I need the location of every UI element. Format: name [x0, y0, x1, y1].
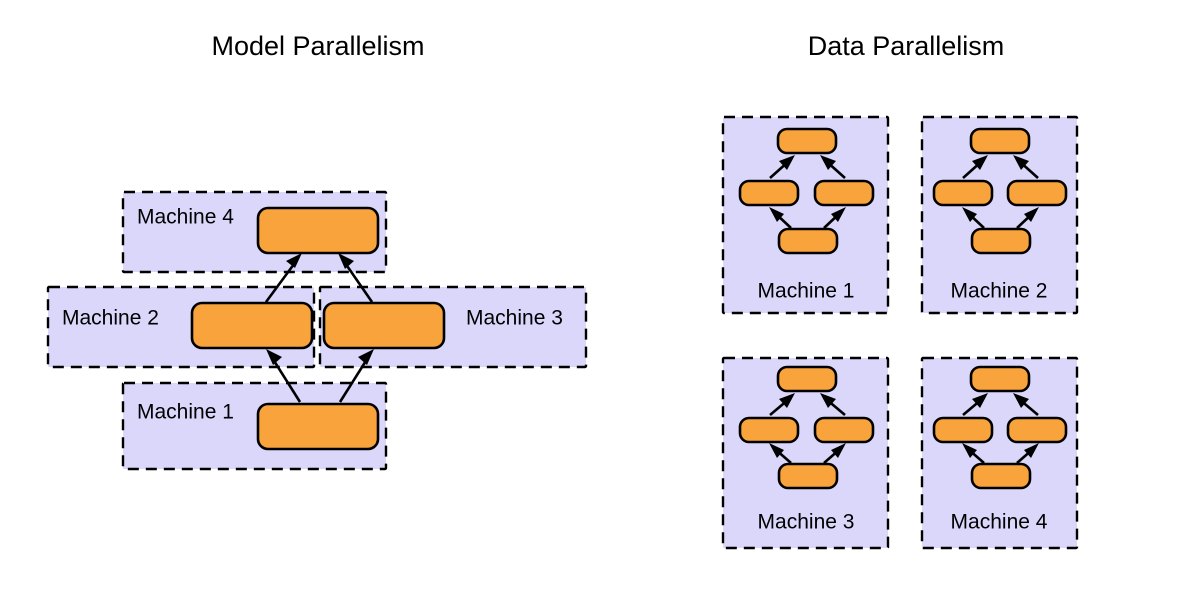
dp-machine-3-arrow-bottom-to-midright: [823, 443, 846, 464]
dp-machine-1-node-mid-left[interactable]: [738, 179, 800, 207]
dp-machine-4-arrow-bottom-to-midleft: [962, 443, 985, 464]
panel-title-data-parallelism: Data Parallelism: [808, 31, 1005, 61]
mp-machine-1-label: Machine 1: [137, 401, 234, 424]
panel-title-model-parallelism: Model Parallelism: [211, 31, 424, 61]
dp-machine-1-arrow-bottom-to-midright: [823, 207, 846, 229]
dp-machine-4-arrow-midleft-to-top: [962, 393, 988, 416]
dp-machine-1-arrow-midright-to-top: [820, 155, 846, 179]
dp-machine-3-arrow-bottom-to-midleft: [769, 443, 792, 464]
dp-machine-1-node-top[interactable]: [776, 127, 838, 155]
mp-machine-4-label: Machine 4: [137, 206, 234, 229]
dp-machine-3-boundary: [721, 356, 890, 550]
dp-machine-2-arrow-midright-to-top: [1013, 155, 1039, 179]
dp-machine-2-node-mid-left[interactable]: [932, 179, 994, 207]
dp-machine-2-boundary: [920, 115, 1079, 315]
mp-machine-4-node[interactable]: [256, 206, 380, 255]
mp-machine-1-node[interactable]: [256, 402, 380, 451]
dp-machine-2-node-top[interactable]: [969, 127, 1031, 155]
dp-machine-3[interactable]: Machine 3: [721, 356, 890, 550]
dp-machine-4-node-mid-right[interactable]: [1006, 416, 1068, 444]
mp-machine-3-label: Machine 3: [466, 307, 563, 330]
dp-machine-4-label: Machine 4: [951, 511, 1048, 534]
dp-machine-1-arrow-midleft-to-top: [769, 155, 795, 179]
mp-machine-1[interactable]: Machine 1: [121, 381, 388, 471]
dp-machine-2-label: Machine 2: [951, 280, 1048, 303]
dp-machine-1-node-mid-right[interactable]: [813, 179, 875, 207]
panel-data-parallelism: Data Parallelism: [721, 31, 1079, 550]
mp-machine-3[interactable]: Machine 3: [318, 285, 588, 369]
mp-arrow-m3-to-m4: [338, 253, 374, 303]
dp-machine-2-arrow-bottom-to-midleft: [962, 207, 985, 229]
dp-machine-1-label: Machine 1: [758, 280, 855, 303]
dp-machine-3-arrow-midleft-to-top: [769, 393, 795, 416]
dp-machine-4-node-bottom[interactable]: [970, 462, 1032, 490]
dp-machine-2-node-bottom[interactable]: [970, 227, 1032, 255]
dp-machine-4-arrow-bottom-to-midright: [1016, 443, 1039, 464]
dp-machine-3-node-mid-left[interactable]: [738, 416, 800, 444]
dp-machine-2-arrow-midleft-to-top: [962, 155, 988, 179]
dp-machine-2-arrow-bottom-to-midright: [1016, 207, 1039, 229]
dp-machine-4[interactable]: Machine 4: [920, 356, 1079, 550]
mp-machine-3-node[interactable]: [322, 301, 446, 350]
mp-machine-4[interactable]: Machine 4: [121, 190, 388, 274]
dp-machine-3-arrow-midright-to-top: [820, 393, 846, 416]
dp-machine-1-node-bottom[interactable]: [777, 227, 839, 255]
dp-machine-2[interactable]: Machine 2: [920, 115, 1079, 315]
dp-machine-3-node-bottom[interactable]: [777, 462, 839, 490]
mp-machine-2[interactable]: Machine 2: [46, 285, 316, 369]
mp-machine-2-node[interactable]: [190, 301, 314, 350]
mp-arrow-m1-to-m3: [338, 349, 374, 403]
mp-machine-2-label: Machine 2: [62, 307, 159, 330]
dp-machine-4-node-mid-left[interactable]: [932, 416, 994, 444]
dp-machine-4-arrow-midright-to-top: [1013, 393, 1039, 416]
dp-machine-4-boundary: [920, 356, 1079, 550]
mp-arrow-m2-to-m4: [264, 253, 302, 303]
dp-machine-4-node-top[interactable]: [969, 365, 1031, 393]
dp-machine-3-label: Machine 3: [758, 511, 855, 534]
dp-machine-3-node-top[interactable]: [776, 365, 838, 393]
mp-arrow-m1-to-m2: [266, 349, 302, 403]
dp-machine-3-node-mid-right[interactable]: [813, 416, 875, 444]
dp-machine-1-boundary: [721, 115, 890, 315]
dp-machine-1[interactable]: Machine 1: [721, 115, 890, 315]
panel-model-parallelism: Model Parallelism Machine 4 Machine 2 Ma…: [46, 31, 588, 471]
dp-machine-1-arrow-bottom-to-midleft: [769, 207, 792, 229]
dp-machine-2-node-mid-right[interactable]: [1006, 179, 1068, 207]
